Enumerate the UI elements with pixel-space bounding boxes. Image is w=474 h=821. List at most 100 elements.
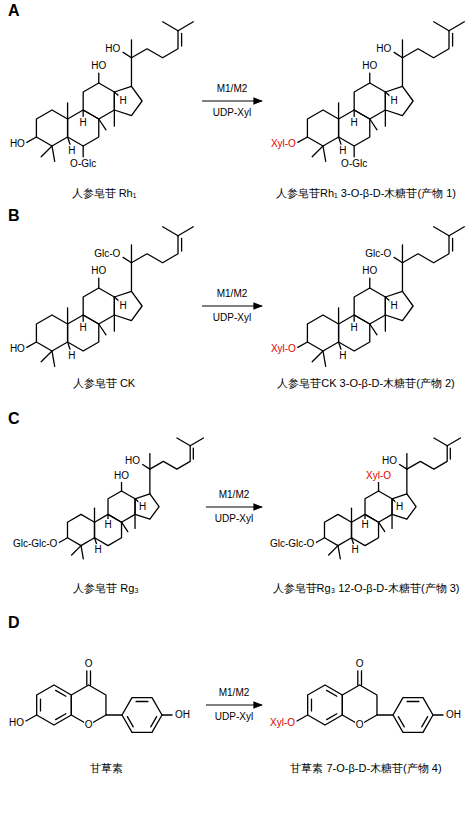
- atom-label: H: [138, 501, 147, 513]
- compound-node: 甘草素 7-O-β-D-木糖苷(产物 4): [262, 640, 470, 775]
- atom-label: H: [103, 519, 112, 531]
- double-bond-line: [450, 448, 451, 459]
- phenyl-ring: [393, 698, 433, 733]
- double-bond-line: [327, 714, 337, 720]
- methyl-bond: [338, 546, 340, 559]
- bond-line: [354, 110, 355, 116]
- double-bond-line: [422, 717, 428, 727]
- atom-label: HO: [361, 60, 378, 72]
- atom-label: H: [79, 117, 88, 129]
- bond-line: [143, 464, 150, 469]
- compound-name: 甘草素 7-O-β-D-木糖苷(产物 4): [290, 761, 441, 775]
- atom-label: H: [94, 544, 103, 556]
- double-bond-line: [327, 690, 337, 696]
- atom-label: O: [355, 658, 365, 670]
- bond-line: [83, 110, 84, 116]
- methyl-bond: [329, 546, 338, 555]
- atom-label: H: [67, 350, 76, 362]
- methyl-bond: [338, 103, 339, 119]
- bond-line: [123, 257, 131, 262]
- double-bond-line: [311, 699, 312, 711]
- methyl-bond: [81, 546, 83, 559]
- bond-line: [98, 73, 99, 83]
- methyl-bond: [434, 438, 447, 446]
- bond-line: [68, 342, 70, 349]
- atom-label: H: [350, 322, 359, 334]
- ring-c: [108, 491, 135, 522]
- bond-line: [106, 714, 122, 715]
- compound-name: 人参皂苷 CK: [73, 376, 135, 390]
- benzene-ring: [37, 685, 72, 725]
- compound-node: 人参皂苷Rg₃ 12-O-β-D-木糖苷(产物 3): [262, 425, 470, 595]
- side-chain: [131, 58, 132, 87]
- atom-label: O-Glc: [340, 158, 368, 170]
- bond-line: [27, 137, 37, 142]
- methyl-bond: [163, 227, 178, 236]
- methyl-bond: [402, 245, 403, 263]
- methyl-bond: [434, 22, 449, 31]
- bond-line: [297, 715, 308, 721]
- bond-line: [378, 482, 379, 491]
- side-chain: [402, 236, 449, 263]
- ring-c: [83, 83, 114, 119]
- bond-line: [354, 315, 355, 321]
- compound-node: 人参皂苷 Rg₃: [6, 425, 206, 595]
- panel-letter: A: [8, 2, 20, 20]
- atom-label: O: [355, 719, 365, 731]
- enzyme-label: M1/M2 UDP-Xyl: [206, 282, 258, 330]
- atom-label: HO: [113, 470, 130, 482]
- structures: [26, 22, 464, 733]
- bond-line: [27, 342, 37, 347]
- ring-a: [307, 110, 338, 146]
- methyl-bond: [163, 22, 178, 31]
- enzyme-label: M1/M2 UDP-Xyl: [208, 483, 260, 531]
- atom-label: Xyl-O: [270, 138, 297, 150]
- methyl-bond: [190, 438, 203, 446]
- methyl-bond: [434, 227, 449, 236]
- ring-b: [339, 110, 370, 146]
- methyl-bond: [406, 454, 407, 470]
- methyl-bond: [122, 522, 128, 531]
- atom-label: HO: [9, 138, 26, 150]
- enzyme-label: M1/M2 UDP-Xyl: [206, 77, 258, 125]
- ring-a: [36, 315, 67, 351]
- atom-label: H: [389, 95, 398, 107]
- methyl-bond: [41, 146, 52, 157]
- methyl-bond: [351, 508, 352, 522]
- carbonyl-bond: [357, 671, 358, 685]
- atom-label: H: [338, 350, 347, 362]
- atom-label: H: [67, 145, 76, 157]
- benzene-ring: [308, 685, 343, 725]
- side-chain: [402, 58, 403, 87]
- methyl-bond: [72, 546, 81, 555]
- carbonyl-bond: [86, 671, 87, 685]
- compound-node: 人参皂苷Rh₁ 3-O-β-D-木糖苷(产物 1): [262, 20, 470, 200]
- methyl-bond: [338, 308, 339, 324]
- side-chain: [402, 31, 449, 58]
- bond-line: [123, 52, 131, 57]
- phenyl-ring: [122, 698, 162, 733]
- double-bond-line: [127, 717, 133, 727]
- ring-d: [392, 494, 416, 519]
- methyl-bond: [385, 315, 386, 331]
- double-bond-line: [56, 714, 66, 720]
- atom-label: H: [395, 501, 404, 513]
- atom-label: H: [360, 519, 369, 531]
- side-chain: [406, 469, 407, 494]
- bond-line: [316, 538, 324, 543]
- atom-label: Glc-O: [93, 248, 121, 260]
- methyl-bond: [131, 40, 132, 58]
- atom-label: HO: [124, 455, 141, 467]
- ring-b: [339, 315, 370, 351]
- double-bond-line: [56, 690, 66, 696]
- ring-b: [68, 315, 99, 351]
- compound-node: 甘草素: [6, 640, 206, 775]
- compound-name: 人参皂苷 Rh₁: [72, 186, 137, 200]
- double-bond-line: [181, 34, 182, 47]
- atom-label: OH: [174, 709, 191, 721]
- ring-b: [95, 514, 122, 545]
- compound-name: 甘草素: [90, 761, 123, 775]
- methyl-bond: [370, 119, 377, 130]
- atom-label: O: [84, 719, 94, 731]
- enzyme-label: M1/M2 UDP-Xyl: [208, 681, 260, 729]
